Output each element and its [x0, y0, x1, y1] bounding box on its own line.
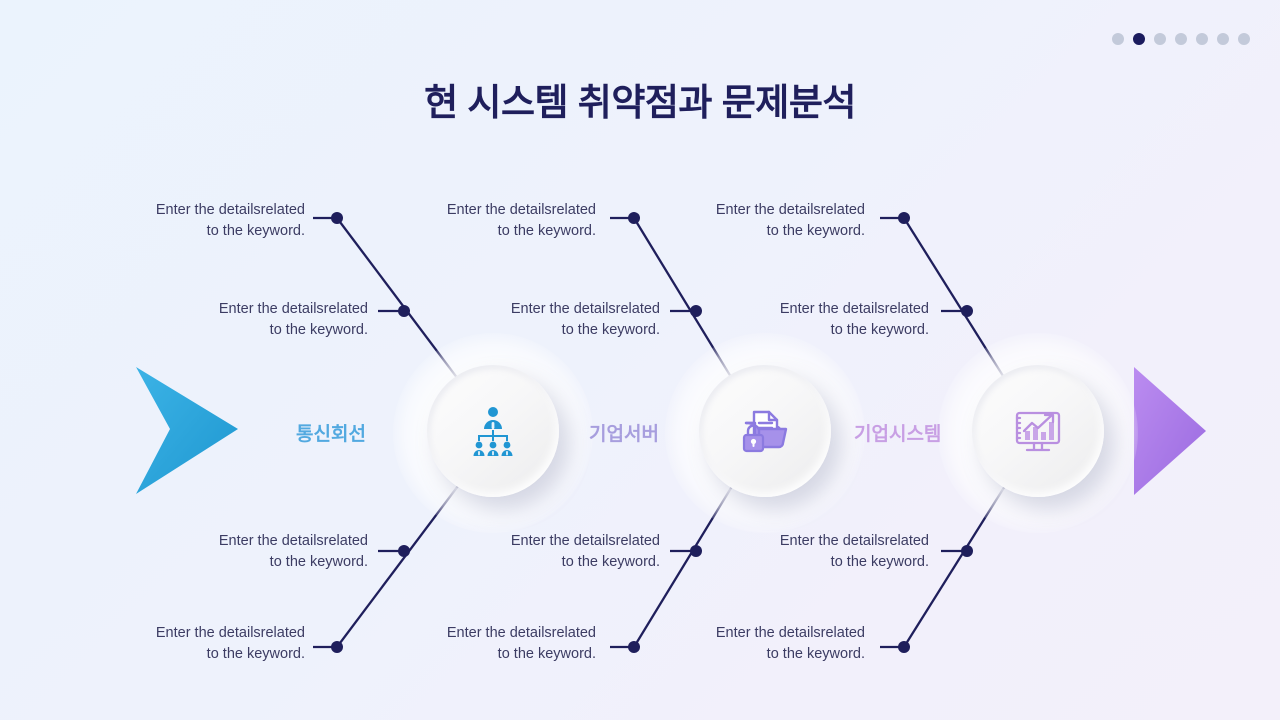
- stage-node-1[interactable]: [393, 333, 593, 533]
- caption-line-2: to the keyword.: [561, 553, 660, 570]
- caption-line-2: to the keyword.: [269, 553, 368, 570]
- caption-10: Enter the detailsrelated to the keyword.: [699, 299, 929, 340]
- caption-line-2: to the keyword.: [766, 645, 865, 662]
- caption-4: Enter the detailsrelated to the keyword.: [75, 623, 305, 664]
- caption-line-2: to the keyword.: [561, 321, 660, 338]
- caption-9: Enter the detailsrelated to the keyword.: [635, 200, 865, 241]
- node-disc[interactable]: [972, 365, 1104, 497]
- caption-5: Enter the detailsrelated to the keyword.: [366, 200, 596, 241]
- stage-label-1: 통신회선: [296, 424, 366, 445]
- caption-line-1: Enter the detailsrelated: [510, 301, 660, 317]
- node-disc[interactable]: [699, 365, 831, 497]
- pagination-dot-7[interactable]: [1238, 33, 1250, 45]
- stage-label-3: 기업시스템: [854, 424, 942, 445]
- pagination-dots[interactable]: [1112, 33, 1250, 45]
- caption-line-2: to the keyword.: [830, 553, 929, 570]
- pagination-dot-1[interactable]: [1112, 33, 1124, 45]
- caption-1: Enter the detailsrelated to the keyword.: [75, 200, 305, 241]
- stage-node-3[interactable]: [938, 333, 1138, 533]
- caption-line-1: Enter the detailsrelated: [510, 533, 660, 549]
- caption-line-2: to the keyword.: [206, 645, 305, 662]
- stage-label-2: 기업서버: [589, 424, 659, 445]
- caption-line-1: Enter the detailsrelated: [218, 533, 368, 549]
- pagination-dot-4[interactable]: [1175, 33, 1187, 45]
- caption-line-1: Enter the detailsrelated: [779, 301, 929, 317]
- caption-line-1: Enter the detailsrelated: [218, 301, 368, 317]
- analytics-monitor-icon: [1015, 411, 1061, 452]
- caption-line-1: Enter the detailsrelated: [779, 533, 929, 549]
- caption-line-1: Enter the detailsrelated: [155, 202, 305, 218]
- caption-line-1: Enter the detailsrelated: [715, 202, 865, 218]
- caption-6: Enter the detailsrelated to the keyword.: [430, 299, 660, 340]
- caption-line-1: Enter the detailsrelated: [446, 202, 596, 218]
- org-chart-icon: [473, 407, 513, 456]
- node-disc[interactable]: [427, 365, 559, 497]
- caption-line-2: to the keyword.: [497, 222, 596, 239]
- pagination-dot-5[interactable]: [1196, 33, 1208, 45]
- caption-12: Enter the detailsrelated to the keyword.: [635, 623, 865, 664]
- caption-line-2: to the keyword.: [830, 321, 929, 338]
- caption-line-1: Enter the detailsrelated: [155, 625, 305, 641]
- left-chevron-arrow-icon: [136, 367, 238, 494]
- pagination-dot-3[interactable]: [1154, 33, 1166, 45]
- secure-folder-lock-icon: [742, 410, 788, 453]
- caption-line-2: to the keyword.: [206, 222, 305, 239]
- stage-node-2[interactable]: [665, 333, 865, 533]
- caption-line-1: Enter the detailsrelated: [446, 625, 596, 641]
- caption-2: Enter the detailsrelated to the keyword.: [138, 299, 368, 340]
- caption-3: Enter the detailsrelated to the keyword.: [138, 531, 368, 572]
- pagination-dot-6[interactable]: [1217, 33, 1229, 45]
- caption-line-2: to the keyword.: [766, 222, 865, 239]
- caption-line-2: to the keyword.: [497, 645, 596, 662]
- slide-title: 현 시스템 취약점과 문제분석: [424, 82, 856, 123]
- right-triangle-arrow-icon: [1134, 367, 1206, 495]
- caption-line-1: Enter the detailsrelated: [715, 625, 865, 641]
- caption-11: Enter the detailsrelated to the keyword.: [699, 531, 929, 572]
- caption-7: Enter the detailsrelated to the keyword.: [430, 531, 660, 572]
- pagination-dot-2[interactable]: [1133, 33, 1145, 45]
- caption-line-2: to the keyword.: [269, 321, 368, 338]
- caption-8: Enter the detailsrelated to the keyword.: [366, 623, 596, 664]
